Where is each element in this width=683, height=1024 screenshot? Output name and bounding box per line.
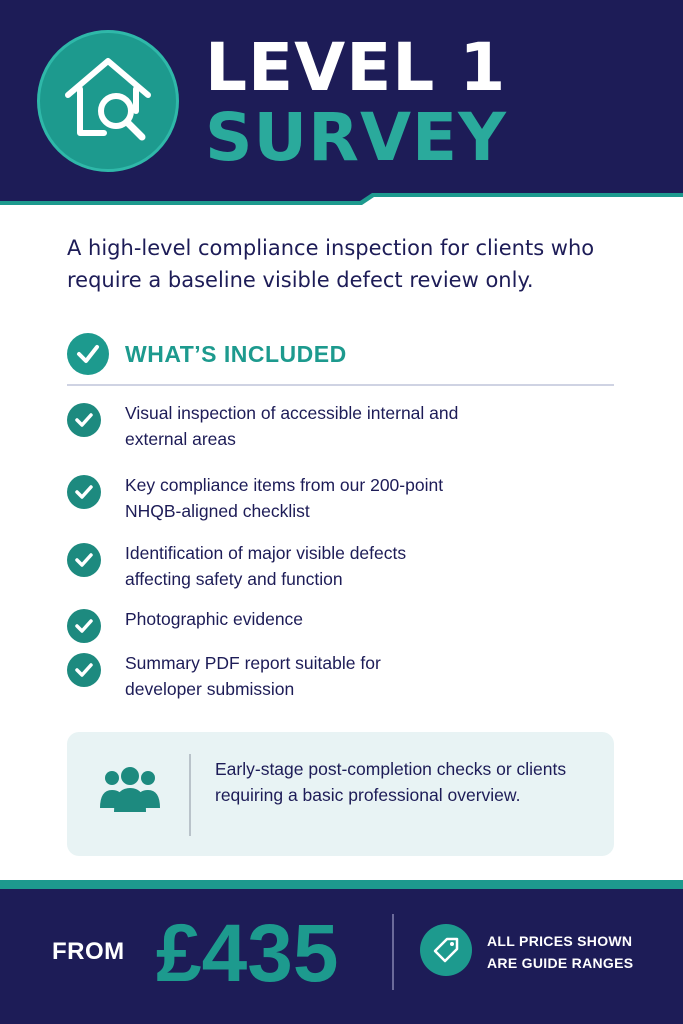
- list-item-text: Identification of major visible defects …: [125, 543, 407, 589]
- list-item: Key compliance items from our 200-point …: [67, 472, 445, 524]
- check-circle-icon: [67, 403, 101, 437]
- footer-divider: [392, 914, 394, 990]
- list-item: Summary PDF report suitable for develope…: [67, 650, 435, 702]
- guide-note: ALL PRICES SHOWN ARE GUIDE RANGES: [487, 930, 667, 974]
- section-divider: [67, 384, 614, 386]
- list-item: Visual inspection of accessible internal…: [67, 400, 505, 452]
- list-item-text: Photographic evidence: [125, 609, 304, 629]
- from-label: FROM: [52, 938, 125, 965]
- included-heading-row: WHAT’S INCLUDED: [67, 333, 347, 375]
- footer-accent-line: [0, 880, 683, 889]
- list-item: Photographic evidence: [67, 606, 505, 643]
- title-line-1: LEVEL 1: [205, 29, 507, 106]
- check-circle-icon: [67, 653, 101, 687]
- intro-text: A high-level compliance inspection for c…: [67, 236, 595, 292]
- house-magnifier-icon: [65, 58, 151, 141]
- guide-note-line-1: ALL PRICES SHOWN: [487, 933, 633, 949]
- included-heading: WHAT’S INCLUDED: [125, 340, 347, 367]
- audience-note-box: Early-stage post-completion checks or cl…: [67, 732, 614, 856]
- list-item-text: Visual inspection of accessible internal…: [125, 403, 459, 449]
- note-text: Early-stage post-completion checks or cl…: [215, 759, 567, 805]
- logo-badge: [37, 30, 179, 172]
- header-accent-stripe: [0, 193, 683, 210]
- list-item-text: Key compliance items from our 200-point …: [125, 475, 444, 521]
- guide-note-line-2: ARE GUIDE RANGES: [487, 955, 634, 971]
- list-item-text: Summary PDF report suitable for develope…: [125, 653, 381, 699]
- check-circle-icon: [67, 543, 101, 577]
- header-banner: LEVEL 1 SURVEY: [0, 0, 683, 210]
- check-circle-icon: [67, 475, 101, 509]
- price-value: £435: [156, 908, 339, 999]
- list-item: Identification of major visible defects …: [67, 540, 465, 592]
- note-divider: [189, 754, 191, 836]
- check-circle-icon: [67, 333, 109, 375]
- price-tag-badge: [420, 924, 472, 976]
- people-group-icon: [100, 767, 160, 812]
- check-circle-icon: [67, 609, 101, 643]
- price-tag-icon: [433, 937, 459, 963]
- title-line-2: SURVEY: [205, 99, 507, 176]
- price-footer: [0, 880, 683, 1024]
